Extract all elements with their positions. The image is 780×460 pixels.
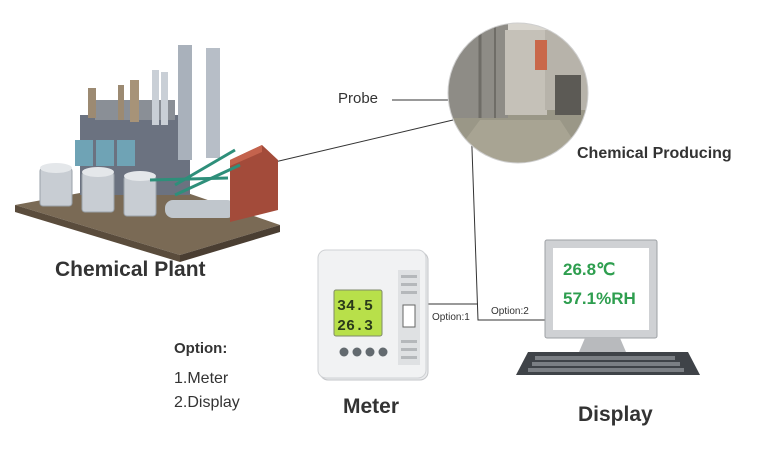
- display-label: Display: [578, 403, 653, 426]
- photo-ring: [447, 22, 589, 164]
- option-item-2: 2.Display: [174, 394, 240, 411]
- options-heading: Option:: [174, 340, 228, 357]
- display-temperature: 26.8℃: [563, 260, 615, 279]
- meter-device: [317, 249, 429, 381]
- option-item-1: 1.Meter: [174, 370, 229, 387]
- chemical-producing-photo: [448, 23, 588, 163]
- option1-label: Option:1: [432, 312, 470, 323]
- chemical-plant-illustration: [15, 45, 280, 262]
- meter-lcd: [333, 289, 383, 337]
- meter-reading-line2: 26.3: [337, 318, 373, 335]
- display-screen: [553, 248, 649, 330]
- chemical-producing-label: Chemical Producing: [577, 145, 732, 162]
- meter-reading-line1: 34.5: [337, 298, 373, 315]
- option2-label: Option:2: [491, 306, 529, 317]
- chemical-plant-label: Chemical Plant: [55, 258, 206, 281]
- meter-label: Meter: [343, 395, 400, 418]
- display-device: [516, 239, 700, 375]
- probe-label: Probe: [338, 90, 379, 107]
- probe-to-display-line: [470, 119, 548, 321]
- plant-to-probe-line: [261, 115, 471, 166]
- display-humidity: 57.1%RH: [563, 289, 636, 308]
